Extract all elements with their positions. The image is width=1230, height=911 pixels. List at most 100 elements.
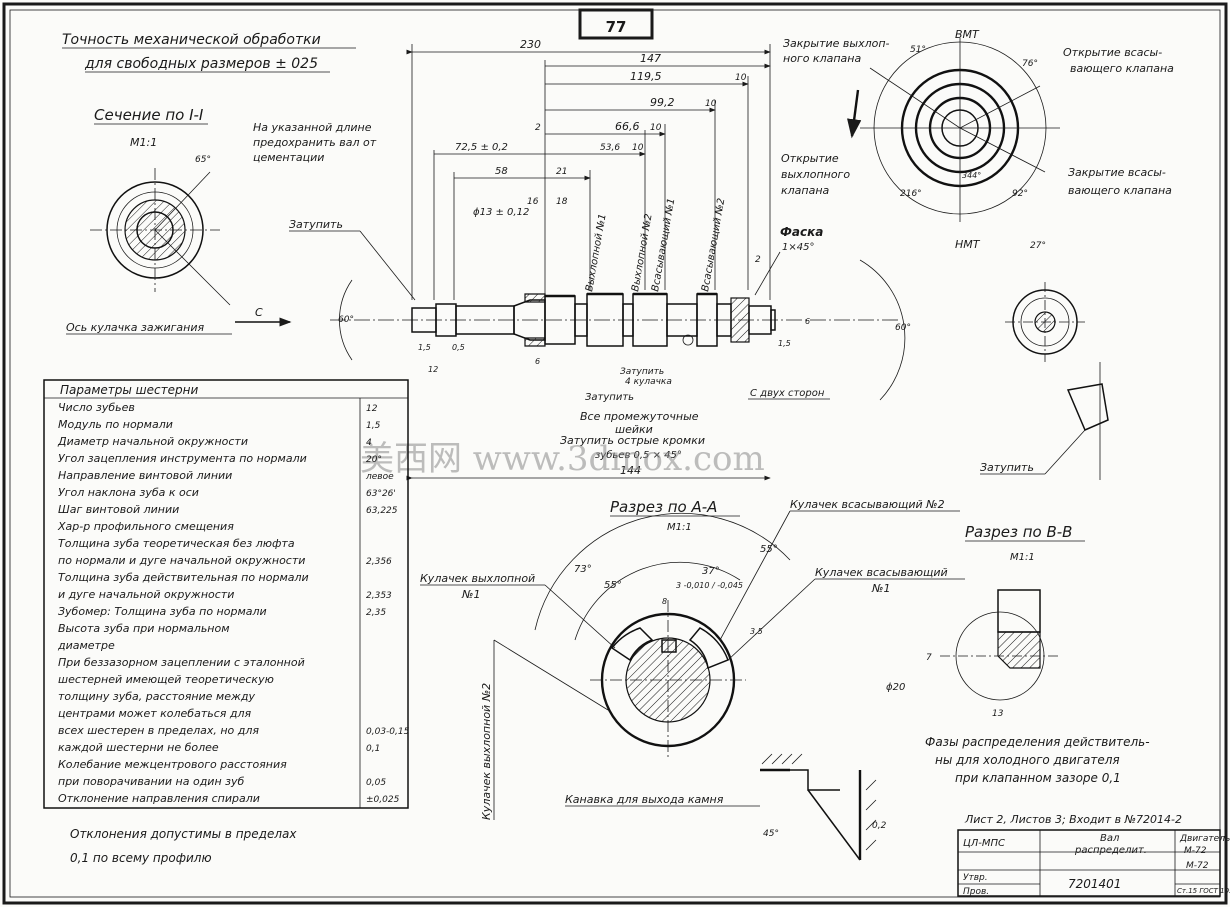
dim-1-5-left: 1,5 bbox=[418, 343, 431, 352]
blunt-right-label: Затупить bbox=[980, 461, 1034, 474]
both-sides-label: С двух сторон bbox=[750, 388, 825, 399]
dim-1-5-right: 1,5 bbox=[778, 339, 791, 348]
blunt-edges-label-1: Затупить острые кромки bbox=[560, 434, 705, 447]
gear-param-label: Направление винтовой линии bbox=[58, 469, 232, 482]
exhaust-cam-1-label-2: №1 bbox=[461, 588, 480, 601]
intake-open-label-2: вающего клапана bbox=[1070, 62, 1174, 75]
section-bb-scale: М1:1 bbox=[1010, 552, 1035, 563]
product-2: М-72 bbox=[1184, 846, 1207, 856]
tolerance-note-1: Отклонения допустимы в пределах bbox=[70, 827, 297, 841]
gear-param-label: Толщина зуба теоретическая без люфта bbox=[58, 537, 295, 550]
dim-10-c: 10 bbox=[650, 123, 662, 133]
gear-param-value: левое bbox=[365, 472, 394, 482]
gear-param-label: и дуге начальной окружности bbox=[58, 588, 234, 601]
section-1-scale: М1:1 bbox=[130, 136, 157, 149]
dim-58: 58 bbox=[495, 166, 508, 177]
angle-27: 27° bbox=[1030, 241, 1046, 251]
header-line-2: для свободных размеров ± 025 bbox=[84, 56, 318, 72]
dim-147: 147 bbox=[640, 52, 661, 65]
gear-param-label: При беззазорном зацеплении с эталонной bbox=[58, 656, 305, 669]
gear-param-label: толщину зуба, расстояние между bbox=[58, 690, 256, 703]
all-necks-label-1: Все промежуточные bbox=[580, 410, 699, 423]
blunt-label: Затупить bbox=[289, 218, 343, 231]
cementation-note-2: предохранить вал от bbox=[253, 136, 377, 149]
dim-99-2: 99,2 bbox=[650, 96, 675, 109]
gear-param-label: всех шестерен в пределах, но для bbox=[58, 724, 259, 737]
blunt-edges-label-2: зубьев 0,5 × 45° bbox=[595, 449, 682, 461]
tdc-label: ВМТ bbox=[955, 28, 980, 41]
gear-end-view: 27° Затупить bbox=[980, 241, 1109, 480]
gear-param-label: каждой шестерни не более bbox=[58, 741, 219, 754]
gear-param-value: 0,05 bbox=[366, 778, 386, 788]
org-label: ЦЛ-МПС bbox=[963, 838, 1005, 849]
gear-param-value: 1,5 bbox=[366, 421, 381, 431]
section-bb-view: Разрез по В-В М1:1 7 ϕ20 13 bbox=[886, 523, 1085, 719]
gear-param-label: при поворачивании на один зуб bbox=[58, 775, 244, 788]
dim-10-a: 10 bbox=[735, 73, 747, 83]
section-aa-view: Разрез по А-А М1:1 73° 55° 55° 37° 3 -0,… bbox=[534, 498, 791, 760]
gear-param-value: 12 bbox=[366, 404, 378, 414]
gear-param-label: Колебание межцентрового расстояния bbox=[58, 758, 287, 771]
view-arrow-c: С bbox=[255, 306, 263, 319]
gear-param-value: 0,03-0,15 bbox=[366, 727, 410, 737]
gear-param-value: 2,356 bbox=[366, 557, 392, 567]
section-bb-title: Разрез по В-В bbox=[965, 523, 1072, 541]
part-name-2: распределит. bbox=[1074, 845, 1147, 856]
gear-param-value: 4 bbox=[366, 438, 372, 448]
gear-param-value: 20° bbox=[366, 455, 382, 465]
dim-8: 8 bbox=[662, 597, 667, 606]
cam-name-intake-1: Всасывающий №1 bbox=[650, 197, 677, 292]
phases-note-3: при клапанном зазоре 0,1 bbox=[955, 771, 1121, 785]
section-1-title: Сечение по I-I bbox=[94, 106, 204, 124]
gear-param-label: Угол наклона зуба к оси bbox=[58, 486, 199, 499]
dim-60-right: 60° bbox=[895, 323, 911, 333]
phases-note-1: Фазы распределения действитель- bbox=[925, 735, 1150, 749]
dim-60-left: 60° bbox=[338, 315, 354, 325]
angle-73: 73° bbox=[574, 564, 592, 575]
dim-0-5: 0,5 bbox=[452, 343, 465, 352]
bdc-label: НМТ bbox=[955, 238, 981, 251]
checked-label: Пров. bbox=[963, 887, 989, 897]
dim-phi13: ϕ13 ± 0,12 bbox=[473, 207, 529, 218]
watermark: 美西网 www.3dmox.com bbox=[360, 439, 765, 479]
dim-18: 18 bbox=[556, 197, 568, 207]
groove-dim-0-2: 0,2 bbox=[872, 821, 887, 831]
dim-66-6: 66,6 bbox=[615, 120, 640, 133]
standard: Ст.15 ГОСТ 1050 bbox=[1177, 887, 1230, 895]
cementation-note-3: цементации bbox=[253, 151, 324, 164]
gear-param-label: шестерней имеющей теоретическую bbox=[58, 673, 274, 686]
intake-cam-2-label: Кулачек всасывающий №2 bbox=[790, 498, 945, 511]
dim-144: 144 bbox=[620, 464, 641, 477]
dim-10-b: 10 bbox=[705, 99, 717, 109]
gear-param-label: Диаметр начальной окружности bbox=[57, 435, 248, 448]
gear-param-label: диаметре bbox=[57, 639, 115, 652]
blunt-label-2: Затупить bbox=[585, 392, 634, 403]
intake-close-label-2: вающего клапана bbox=[1068, 184, 1172, 197]
angle-92: 92° bbox=[1012, 189, 1028, 199]
gear-param-value: 2,35 bbox=[366, 608, 386, 618]
gear-param-label: Высота зуба при нормальном bbox=[58, 622, 230, 635]
gear-param-label: Модуль по нормали bbox=[58, 418, 173, 431]
angle-51: 51° bbox=[910, 45, 926, 55]
tolerance-note-2: 0,1 по всему профилю bbox=[70, 851, 212, 865]
dim-53-6: 53,6 bbox=[600, 143, 620, 153]
section-1-view: Сечение по I-I М1:1 65° Ось кулачка зажи… bbox=[66, 106, 232, 335]
angle-216: 216° bbox=[900, 189, 922, 199]
exhaust-cam-1-label-1: Кулачек выхлопной bbox=[420, 572, 535, 585]
gear-param-value: 63,225 bbox=[366, 506, 398, 516]
gear-param-value: 0,1 bbox=[366, 744, 380, 754]
exhaust-open-label-1: Открытие bbox=[781, 152, 839, 165]
exhaust-open-label-3: клапана bbox=[781, 184, 830, 197]
dim-2-a: 2 bbox=[535, 123, 541, 133]
gear-param-label: Толщина зуба действительная по нормали bbox=[58, 571, 309, 584]
dim-230: 230 bbox=[520, 38, 541, 51]
gear-param-label: Шаг винтовой линии bbox=[58, 503, 179, 516]
part-name-1: Вал bbox=[1100, 833, 1120, 844]
angle-76: 76° bbox=[1022, 59, 1038, 69]
gear-param-label: Отклонение направления спирали bbox=[58, 792, 260, 805]
dim-2-b: 2 bbox=[755, 255, 761, 265]
intake-cam-1-label-1: Кулачек всасывающий bbox=[815, 566, 948, 579]
phases-note-2: ны для холодного двигателя bbox=[935, 753, 1120, 767]
